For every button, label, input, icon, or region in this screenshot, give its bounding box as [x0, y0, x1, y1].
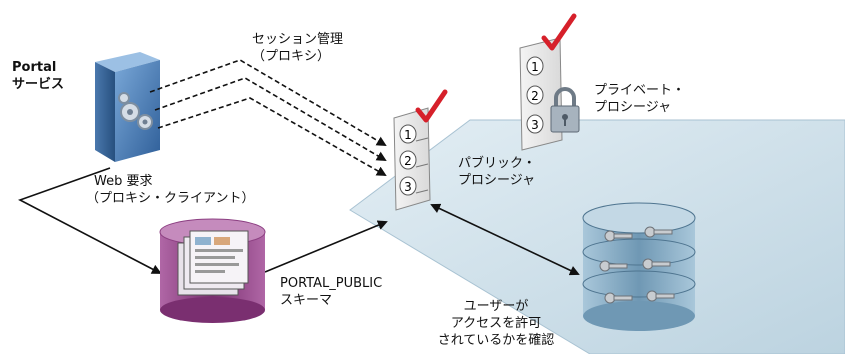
session-proxy-line-3 — [157, 97, 387, 176]
private-item-1: 1 — [531, 60, 539, 74]
portal-service-line2: サービス — [12, 77, 65, 92]
session-proxy-line-2 — [154, 77, 387, 162]
web-request-label: Web 要求 （プロキシ・クライアント） — [86, 173, 254, 207]
private-item-3: 3 — [531, 118, 539, 132]
session-proxy-line-1 — [149, 59, 387, 147]
public-procedure-icon: 1 2 3 — [393, 89, 448, 211]
public-procedure-line2: プロシージャ — [458, 173, 536, 188]
session-mgmt-line2: （プロキシ） — [252, 49, 331, 64]
padlock-icon — [550, 87, 580, 133]
web-request-line — [18, 167, 162, 274]
private-procedure-line1: プライベート・ — [594, 83, 686, 98]
connector-lines — [18, 59, 580, 276]
access-check-line — [430, 203, 580, 276]
key-icons — [599, 226, 675, 304]
access-check-line1: ユーザーが — [463, 299, 529, 314]
public-checkmark-icon — [415, 89, 448, 123]
portal-service-label: Portal サービス — [12, 59, 64, 93]
schema-to-public-line — [264, 220, 388, 273]
session-mgmt-label: セッション管理 （プロキシ） — [252, 31, 343, 65]
schema-line1: PORTAL_PUBLIC — [280, 276, 383, 291]
private-procedure-line2: プロシージャ — [594, 100, 672, 115]
public-procedure-line1: パブリック・ — [458, 156, 536, 171]
public-procedure-label: パブリック・ プロシージャ — [458, 155, 536, 189]
portal-service-line1: Portal — [12, 60, 57, 75]
public-item-2: 2 — [404, 154, 412, 168]
private-item-2: 2 — [531, 89, 539, 103]
access-check-line2: アクセスを許可 — [450, 316, 542, 331]
portal-server-icon — [95, 52, 160, 162]
access-check-label: ユーザーが アクセスを許可 されているかを確認 — [396, 298, 596, 349]
access-database-icon — [582, 202, 696, 331]
private-checkmark-icon — [541, 13, 577, 51]
web-request-line1: Web 要求 — [94, 174, 153, 189]
schema-line2: スキーマ — [280, 293, 333, 308]
web-request-line2: （プロキシ・クライアント） — [86, 191, 255, 206]
schema-label: PORTAL_PUBLIC スキーマ — [280, 275, 382, 309]
private-procedure-icon: 1 2 3 — [519, 13, 580, 151]
schema-database-icon — [159, 218, 266, 323]
session-mgmt-line1: セッション管理 — [252, 32, 344, 47]
public-item-3: 3 — [404, 180, 412, 194]
access-check-line3: されているかを確認 — [437, 333, 555, 348]
private-procedure-label: プライベート・ プロシージャ — [594, 82, 685, 116]
public-item-1: 1 — [404, 128, 412, 142]
